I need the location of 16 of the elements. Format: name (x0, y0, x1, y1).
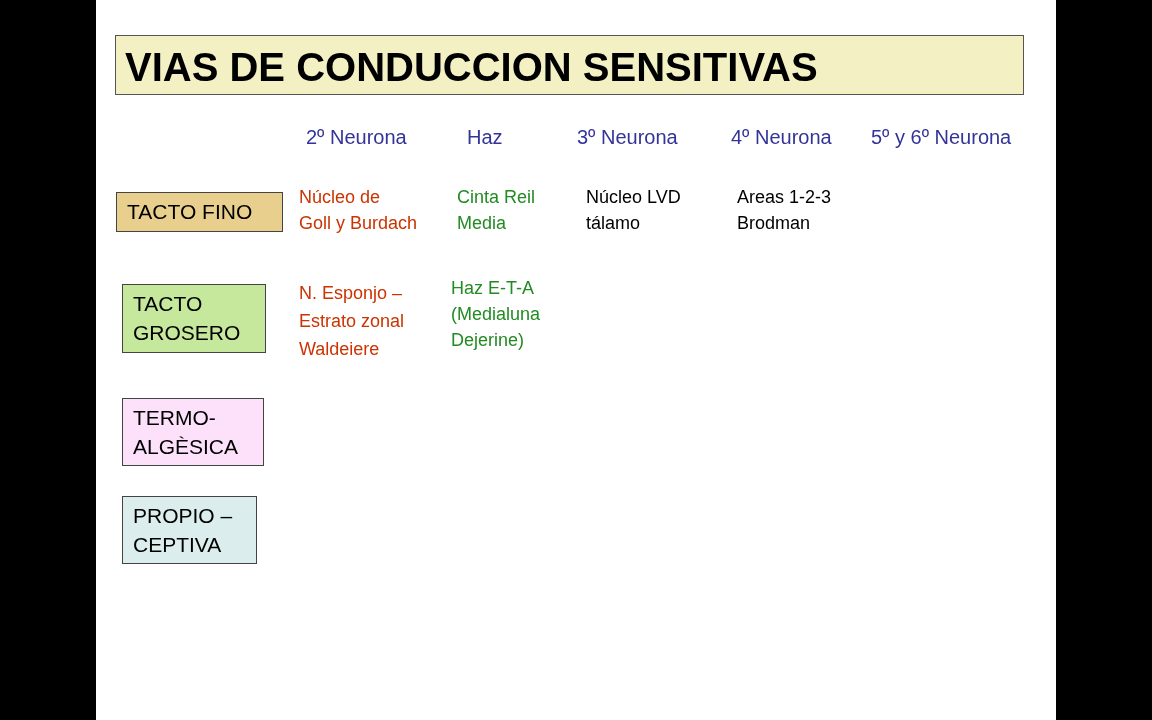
column-header: 2º Neurona (306, 125, 407, 150)
cell-text: N. Esponjo – Estrato zonal Waldeiere (299, 282, 405, 361)
column-header: 4º Neurona (731, 125, 832, 150)
cell-text: Núcleo LVD tálamo (586, 186, 681, 235)
cell-text: Cinta Reil Media (457, 186, 536, 235)
category-box: TACTO GROSERO (122, 284, 266, 353)
category-box: TACTO FINO (116, 192, 283, 232)
cell-text: Haz E-T-A (Medialuna Dejerine) (451, 277, 541, 352)
column-header: 5º y 6º Neurona (871, 125, 1012, 150)
category-box: PROPIO – CEPTIVA (122, 496, 257, 564)
column-header: Haz (467, 125, 503, 150)
column-header: 3º Neurona (577, 125, 678, 150)
cell-text: Areas 1-2-3 Brodman (737, 186, 832, 235)
category-box: TERMO- ALGÈSICA (122, 398, 264, 466)
slide-title: VIAS DE CONDUCCION SENSITIVAS (115, 35, 1024, 95)
cell-text: Núcleo de Goll y Burdach (299, 186, 418, 235)
